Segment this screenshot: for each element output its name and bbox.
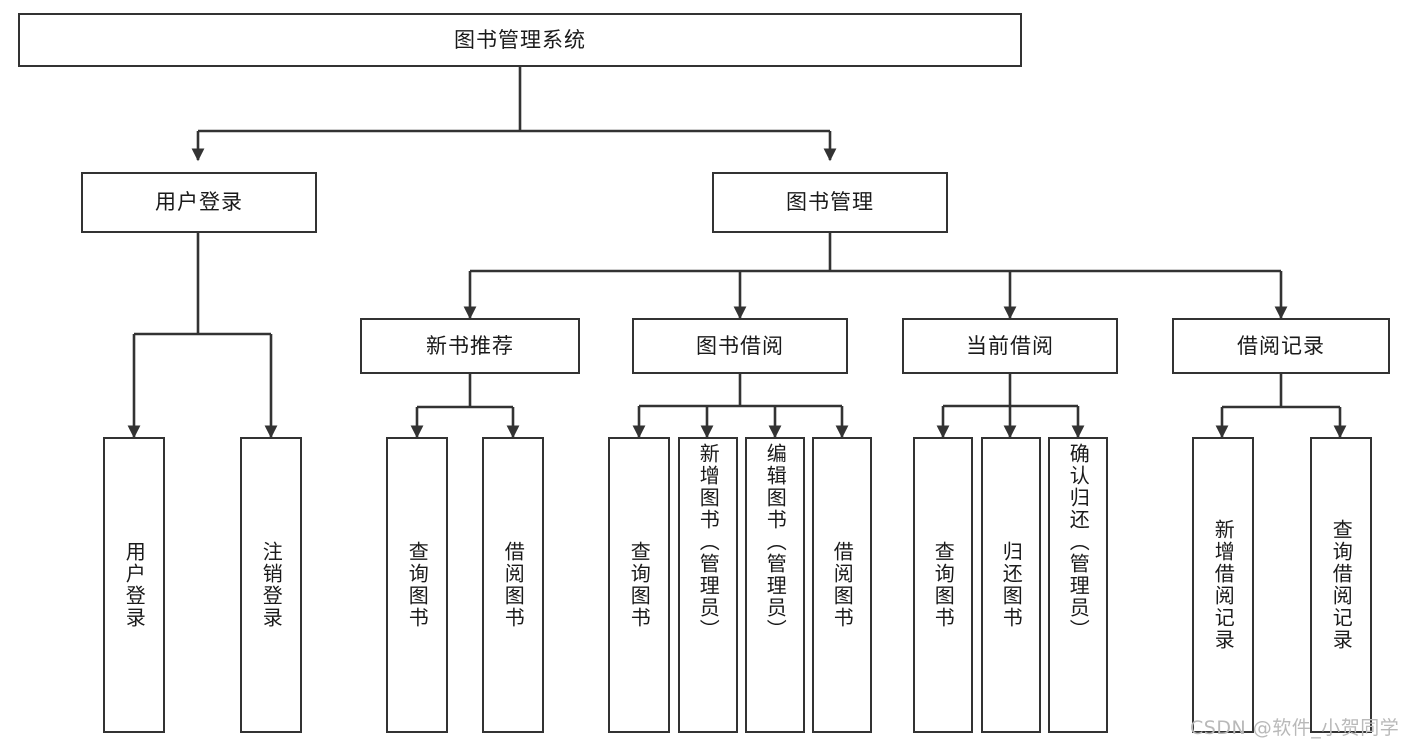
leaf-edit-book-admin-label: 编辑图书（管理员）: [763, 443, 788, 641]
leaf-confirm-return-admin[interactable]: 确认归还（管理员）: [1048, 437, 1108, 733]
node-book-management[interactable]: 图书管理: [712, 172, 948, 233]
leaf-query-book-current-label: 查询图书: [931, 541, 956, 629]
leaf-query-book-current[interactable]: 查询图书: [913, 437, 973, 733]
leaf-logout-label: 注销登录: [259, 541, 284, 629]
leaf-query-book-recommend-label: 查询图书: [405, 541, 430, 629]
leaf-query-borrow-record-label: 查询借阅记录: [1329, 519, 1354, 651]
node-borrow-record-label: 借阅记录: [1237, 333, 1325, 358]
node-current-borrow[interactable]: 当前借阅: [902, 318, 1118, 374]
leaf-add-book-admin-label: 新增图书（管理员）: [696, 443, 721, 641]
leaf-borrow-book-label: 借阅图书: [830, 541, 855, 629]
node-borrow-record[interactable]: 借阅记录: [1172, 318, 1390, 374]
leaf-add-borrow-record-label: 新增借阅记录: [1211, 519, 1236, 651]
node-book-borrow-label: 图书借阅: [696, 333, 784, 358]
leaf-logout[interactable]: 注销登录: [240, 437, 302, 733]
leaf-borrow-book[interactable]: 借阅图书: [812, 437, 872, 733]
leaf-query-book-borrow-label: 查询图书: [627, 541, 652, 629]
leaf-query-borrow-record[interactable]: 查询借阅记录: [1310, 437, 1372, 733]
leaf-return-book-label: 归还图书: [999, 541, 1024, 629]
node-book-management-label: 图书管理: [786, 190, 874, 215]
node-book-borrow[interactable]: 图书借阅: [632, 318, 848, 374]
node-user-login-label: 用户登录: [155, 190, 243, 215]
node-user-login[interactable]: 用户登录: [81, 172, 317, 233]
node-current-borrow-label: 当前借阅: [966, 333, 1054, 358]
leaf-query-book-borrow[interactable]: 查询图书: [608, 437, 670, 733]
leaf-add-book-admin[interactable]: 新增图书（管理员）: [678, 437, 738, 733]
leaf-user-login[interactable]: 用户登录: [103, 437, 165, 733]
leaf-edit-book-admin[interactable]: 编辑图书（管理员）: [745, 437, 805, 733]
node-new-book-recommend[interactable]: 新书推荐: [360, 318, 580, 374]
node-new-book-recommend-label: 新书推荐: [426, 333, 514, 358]
leaf-borrow-book-recommend[interactable]: 借阅图书: [482, 437, 544, 733]
leaf-confirm-return-admin-label: 确认归还（管理员）: [1066, 443, 1091, 641]
leaf-add-borrow-record[interactable]: 新增借阅记录: [1192, 437, 1254, 733]
node-root-label: 图书管理系统: [454, 27, 586, 52]
leaf-return-book[interactable]: 归还图书: [981, 437, 1041, 733]
leaf-user-login-label: 用户登录: [122, 541, 147, 629]
leaf-query-book-recommend[interactable]: 查询图书: [386, 437, 448, 733]
leaf-borrow-book-recommend-label: 借阅图书: [501, 541, 526, 629]
node-root-book-management-system[interactable]: 图书管理系统: [18, 13, 1022, 67]
